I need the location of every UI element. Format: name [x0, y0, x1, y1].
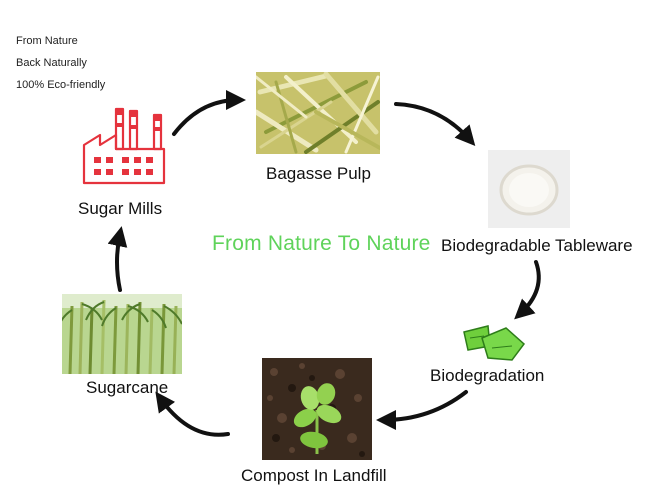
factory-icon [78, 105, 170, 185]
arrow-tableware-to-biodegradation [514, 260, 541, 320]
tagline-back-naturally: Back Naturally [16, 57, 87, 69]
arrow-mills-to-pulp [172, 90, 246, 136]
center-title: From Nature To Nature [212, 232, 431, 255]
label-sugar-mills: Sugar Mills [78, 199, 163, 218]
label-biodegradation: Biodegradation [430, 366, 545, 385]
bagasse-pulp-image [256, 72, 380, 154]
sugarcane-image [62, 294, 182, 374]
tagline-list: From Nature Back Naturally 100% Eco-frie… [16, 30, 105, 96]
arrow-sugarcane-to-mills [107, 226, 128, 292]
tableware-plate-image [488, 150, 570, 228]
label-compost-in-landfill: Compost In Landfill [241, 466, 387, 485]
label-biodegradable-tableware: Biodegradable Tableware [441, 236, 633, 255]
label-sugarcane: Sugarcane [86, 378, 169, 397]
compost-seedling-image [262, 358, 372, 460]
leaf-cluster-icon [462, 322, 526, 362]
tagline-from-nature: From Nature [16, 35, 78, 47]
arrow-biodegradation-to-compost [376, 390, 468, 430]
label-bagasse-pulp: Bagasse Pulp [266, 164, 371, 183]
arrow-compost-to-sugarcane [155, 391, 230, 437]
arrow-pulp-to-tableware [394, 102, 476, 146]
tagline-eco-friendly: 100% Eco-friendly [16, 79, 106, 91]
